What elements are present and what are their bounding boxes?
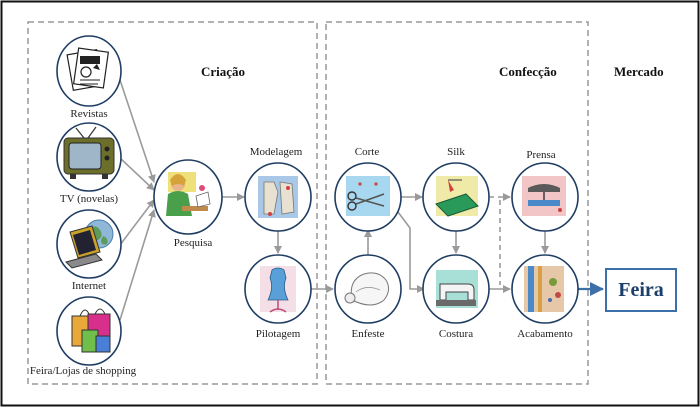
finishing-details-icon: [524, 266, 564, 312]
label-sewing: Costura: [438, 328, 474, 340]
research-node: [153, 159, 223, 235]
magazine-icon: [66, 47, 110, 92]
silk-node: [422, 162, 490, 232]
sewing-machine-icon: [436, 270, 478, 308]
section-title-creation: Criação: [201, 64, 246, 79]
label-piloting: Pilotagem: [255, 328, 301, 340]
tv-node: [56, 122, 122, 192]
designer-at-desk-icon: [166, 172, 211, 216]
shopping-bags-icon: [71, 308, 111, 353]
market-destination-label: Feira: [618, 278, 664, 301]
label-stores: Feira/Lojas de shopping: [29, 365, 137, 377]
label-cutting: Corte: [354, 146, 380, 158]
label-spreading: Enfeste: [351, 328, 385, 340]
laptop-globe-icon: [65, 219, 114, 269]
arrow-cutting-sewing: [397, 211, 425, 293]
section-title-production: Confecção: [499, 64, 557, 79]
heat-press-icon: [522, 176, 566, 216]
modeling-node: [244, 162, 312, 232]
connectors: [119, 79, 549, 321]
label-press: Prensa: [526, 149, 556, 161]
internet-node: [56, 209, 122, 279]
spreading-node: [334, 254, 402, 324]
cutting-node: [334, 162, 402, 232]
arrow-tv-research: [119, 157, 155, 191]
fabric-roll-icon: [344, 272, 390, 306]
label-silk: Silk: [447, 146, 465, 158]
label-magazines: Revistas: [70, 108, 108, 120]
production-section-box: [325, 21, 589, 385]
label-modeling: Modelagem: [249, 146, 303, 158]
label-internet: Internet: [71, 280, 107, 292]
creation-section-box: [27, 21, 318, 385]
section-title-market: Mercado: [614, 64, 664, 79]
dress-form-icon: [260, 266, 296, 313]
screen-printing-icon: [435, 176, 479, 217]
arrow-stores-research: [119, 209, 156, 321]
magazines-node: [56, 35, 122, 107]
scissors-icon: [346, 176, 390, 216]
piloting-node: [244, 254, 312, 324]
sewing-node: [422, 254, 490, 324]
market-destination-box: Feira: [605, 268, 677, 312]
dashed-connectors: [489, 193, 511, 285]
sewing-pattern-icon: [258, 176, 298, 218]
arrow-magazines-research: [119, 79, 156, 183]
television-icon: [63, 126, 115, 179]
label-finishing: Acabamento: [517, 328, 573, 340]
stores-node: [56, 296, 122, 366]
finishing-node: [511, 254, 579, 324]
press-node: [511, 162, 579, 232]
label-tv: TV (novelas): [59, 193, 119, 205]
arrow-internet-research: [119, 199, 155, 246]
label-research: Pesquisa: [173, 237, 213, 249]
